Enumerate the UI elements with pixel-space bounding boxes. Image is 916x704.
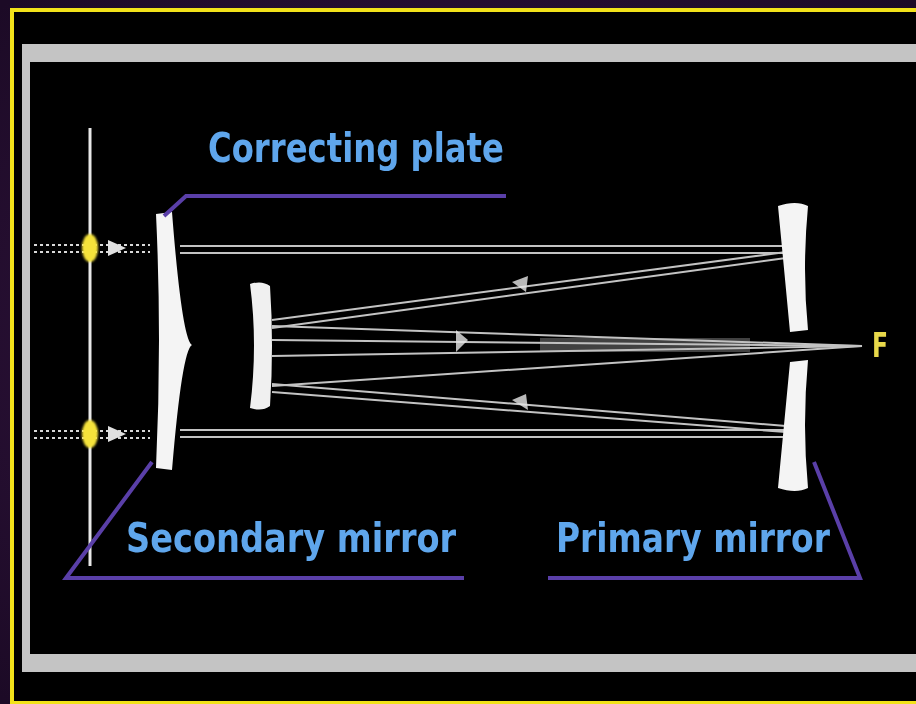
primary-mirror-lower xyxy=(778,360,808,491)
primary-mirror-upper xyxy=(778,203,808,332)
grey-panel-frame xyxy=(22,44,916,672)
secondary-mirror xyxy=(250,282,272,409)
part-label: Secondary mirror xyxy=(126,518,456,558)
incoming-arrowheads xyxy=(108,240,126,442)
light-rays xyxy=(180,246,862,437)
black-panel xyxy=(30,62,916,654)
correcting-plate xyxy=(156,212,192,470)
part-label: Primary mirror xyxy=(556,518,830,558)
focus-beam xyxy=(540,338,750,352)
focus-label: F xyxy=(872,328,888,362)
yellow-frame xyxy=(12,10,916,703)
part-label: Correcting plate xyxy=(208,128,504,168)
ray-arrowheads xyxy=(456,276,528,410)
leader-lines xyxy=(66,196,860,578)
light-source-dot xyxy=(82,234,98,262)
wavefront-line xyxy=(89,128,92,566)
light-source-dot xyxy=(82,420,98,448)
incoming-light xyxy=(34,245,150,438)
